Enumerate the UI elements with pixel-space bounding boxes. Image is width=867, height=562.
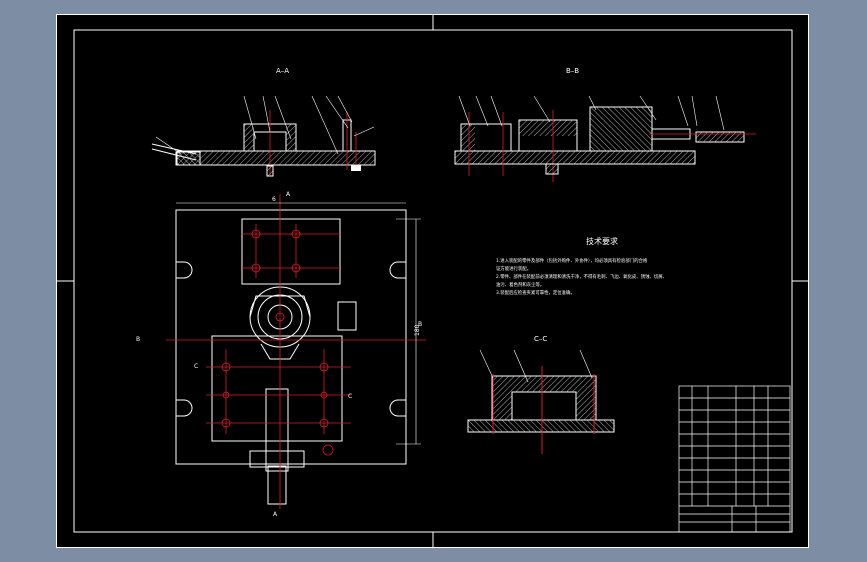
tech-req-line-1: 1.进入装配的零件及部件（包括外购件、外协件），均必须具有检验部门的合格: [496, 257, 648, 264]
mark-a-top: A: [286, 191, 291, 198]
section-cc-title: C–C: [534, 335, 547, 343]
dim-horizontal: 6: [272, 196, 276, 203]
drawing-frame: [56, 14, 809, 548]
mark-b-right: B: [418, 321, 422, 328]
mark-c-right: C: [348, 393, 352, 400]
mark-b-left: B: [136, 336, 140, 343]
title-block: [678, 385, 791, 533]
mark-c-left: C: [194, 363, 198, 370]
section-cc-view: C–C: [467, 335, 615, 454]
section-bb-view: B–B: [454, 67, 756, 182]
tech-req-title: 技术要求: [586, 236, 618, 246]
dim-vertical: 180: [414, 324, 421, 336]
technical-requirements: 技术要求 1.进入装配的零件及部件（包括外购件、外协件），均必须具有检验部门的合…: [496, 236, 667, 296]
tech-req-line-2: 证方能进行装配。: [496, 265, 531, 272]
section-aa-view: A–A: [151, 67, 376, 177]
tech-req-line-4: 油污、着色剂和灰尘等。: [496, 281, 544, 288]
tech-req-line-3: 2.零件、部件在装配前必须清理和清洗干净，不得有毛刺、飞边、氧化皮、锈蚀、切屑、: [496, 273, 667, 280]
section-bb-title: B–B: [566, 67, 579, 75]
plan-view: 6 180 A A B B C C: [136, 191, 426, 518]
mark-a-bottom: A: [273, 511, 278, 518]
tech-req-line-5: 3.装配后应检查夹紧可靠性，定位准确。: [496, 289, 575, 296]
section-aa-title: A–A: [276, 67, 289, 75]
drawing-sheet[interactable]: A–A: [56, 14, 809, 548]
